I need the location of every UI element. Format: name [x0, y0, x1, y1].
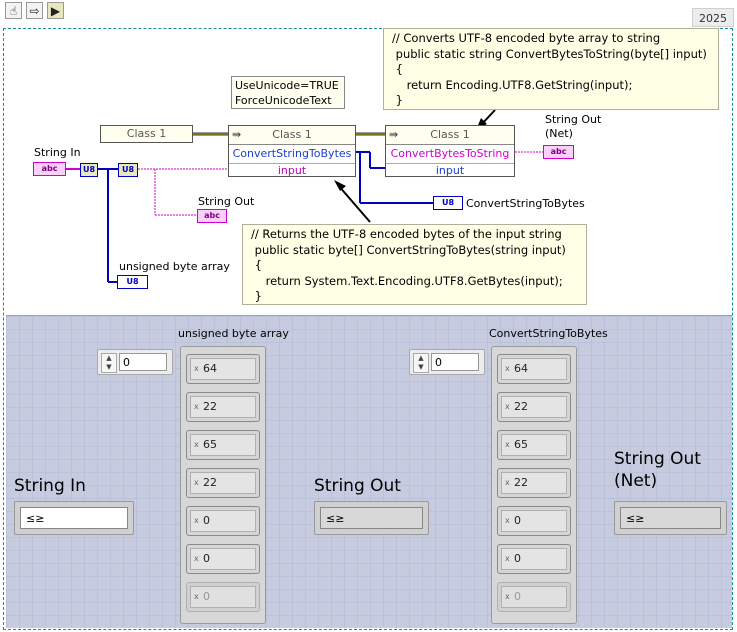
node1-method-name: ConvertStringToBytes: [229, 145, 355, 164]
string-out-net-label: String Out (Net): [545, 113, 602, 140]
comment-convert-string-to-bytes: // Returns the UTF-8 encoded bytes of th…: [242, 224, 587, 305]
convert-string-to-bytes-terminal[interactable]: U8: [433, 196, 463, 210]
fp-string-out-net-label: String Out (Net): [614, 449, 701, 491]
constructor-options-note: UseUnicode=TRUE ForceUnicodeText: [231, 76, 345, 109]
node1-class-header: ⇛Class 1: [229, 126, 355, 145]
class-reference-constant[interactable]: Class 1: [100, 125, 193, 143]
diagram-frame: [3, 28, 733, 630]
fp-array2-index-value[interactable]: 0: [431, 353, 479, 371]
spin-up-icon[interactable]: ▲: [106, 354, 112, 362]
fp-array1-index-value[interactable]: 0: [119, 353, 167, 371]
fp-string-in-label: String In: [14, 476, 86, 496]
string-out-label: String Out: [198, 195, 255, 208]
fp-array1-spin[interactable]: ▲▼: [101, 353, 117, 373]
string-in-label: String In: [34, 146, 81, 159]
fp-string-in-value[interactable]: ≤≥: [20, 507, 128, 529]
hand-tool-icon[interactable]: ☝: [5, 2, 22, 19]
fp-array1-label: unsigned byte array: [178, 327, 289, 340]
class-ref-label: Class 1: [126, 127, 167, 140]
string-out-net-terminal[interactable]: abc: [543, 145, 574, 159]
node2-param-input[interactable]: input: [435, 164, 465, 177]
comment-convert-bytes-to-string: // Converts UTF-8 encoded byte array to …: [383, 28, 719, 110]
highlight-execution-icon[interactable]: ▶: [47, 2, 64, 19]
invoke-node-convert-string-to-bytes[interactable]: ⇛Class 1 ConvertStringToBytes input: [228, 125, 356, 177]
node2-method-name: ConvertBytesToString: [386, 145, 514, 164]
string-to-u8-node[interactable]: U8: [80, 163, 98, 177]
unsigned-byte-array-terminal[interactable]: U8: [117, 275, 148, 289]
fp-string-out-net-indicator: ≤≥: [614, 501, 727, 535]
fp-string-out-label: String Out: [314, 476, 401, 496]
fp-array2-label: ConvertStringToBytes: [489, 327, 608, 340]
node1-param-input[interactable]: input: [277, 164, 307, 177]
spin-down-icon[interactable]: ▼: [106, 363, 112, 371]
year-label: 2025: [692, 8, 734, 27]
string-in-terminal[interactable]: abc: [33, 162, 66, 176]
fp-string-out-indicator: ≤≥: [314, 501, 429, 535]
unsigned-byte-array-label: unsigned byte array: [119, 260, 230, 273]
u8-to-string-node[interactable]: U8: [118, 163, 138, 177]
spin-down-icon[interactable]: ▼: [418, 363, 424, 371]
fp-array1-index[interactable]: ▲▼ 0: [97, 349, 173, 375]
run-arrow-icon[interactable]: ⇨: [26, 2, 43, 19]
invoke-node-convert-bytes-to-string[interactable]: ⇛Class 1 ConvertBytesToString input: [385, 125, 515, 177]
fp-string-in-control[interactable]: ≤≥: [14, 501, 134, 535]
string-out-terminal[interactable]: abc: [197, 209, 227, 223]
fp-array2-spin[interactable]: ▲▼: [413, 353, 429, 373]
node2-class-header: ⇛Class 1: [386, 126, 514, 145]
fp-array2-index[interactable]: ▲▼ 0: [409, 349, 485, 375]
fp-string-out-net-value: ≤≥: [620, 507, 721, 529]
convert-string-to-bytes-label: ConvertStringToBytes: [466, 197, 585, 210]
spin-up-icon[interactable]: ▲: [418, 354, 424, 362]
fp-string-out-value: ≤≥: [320, 507, 423, 529]
